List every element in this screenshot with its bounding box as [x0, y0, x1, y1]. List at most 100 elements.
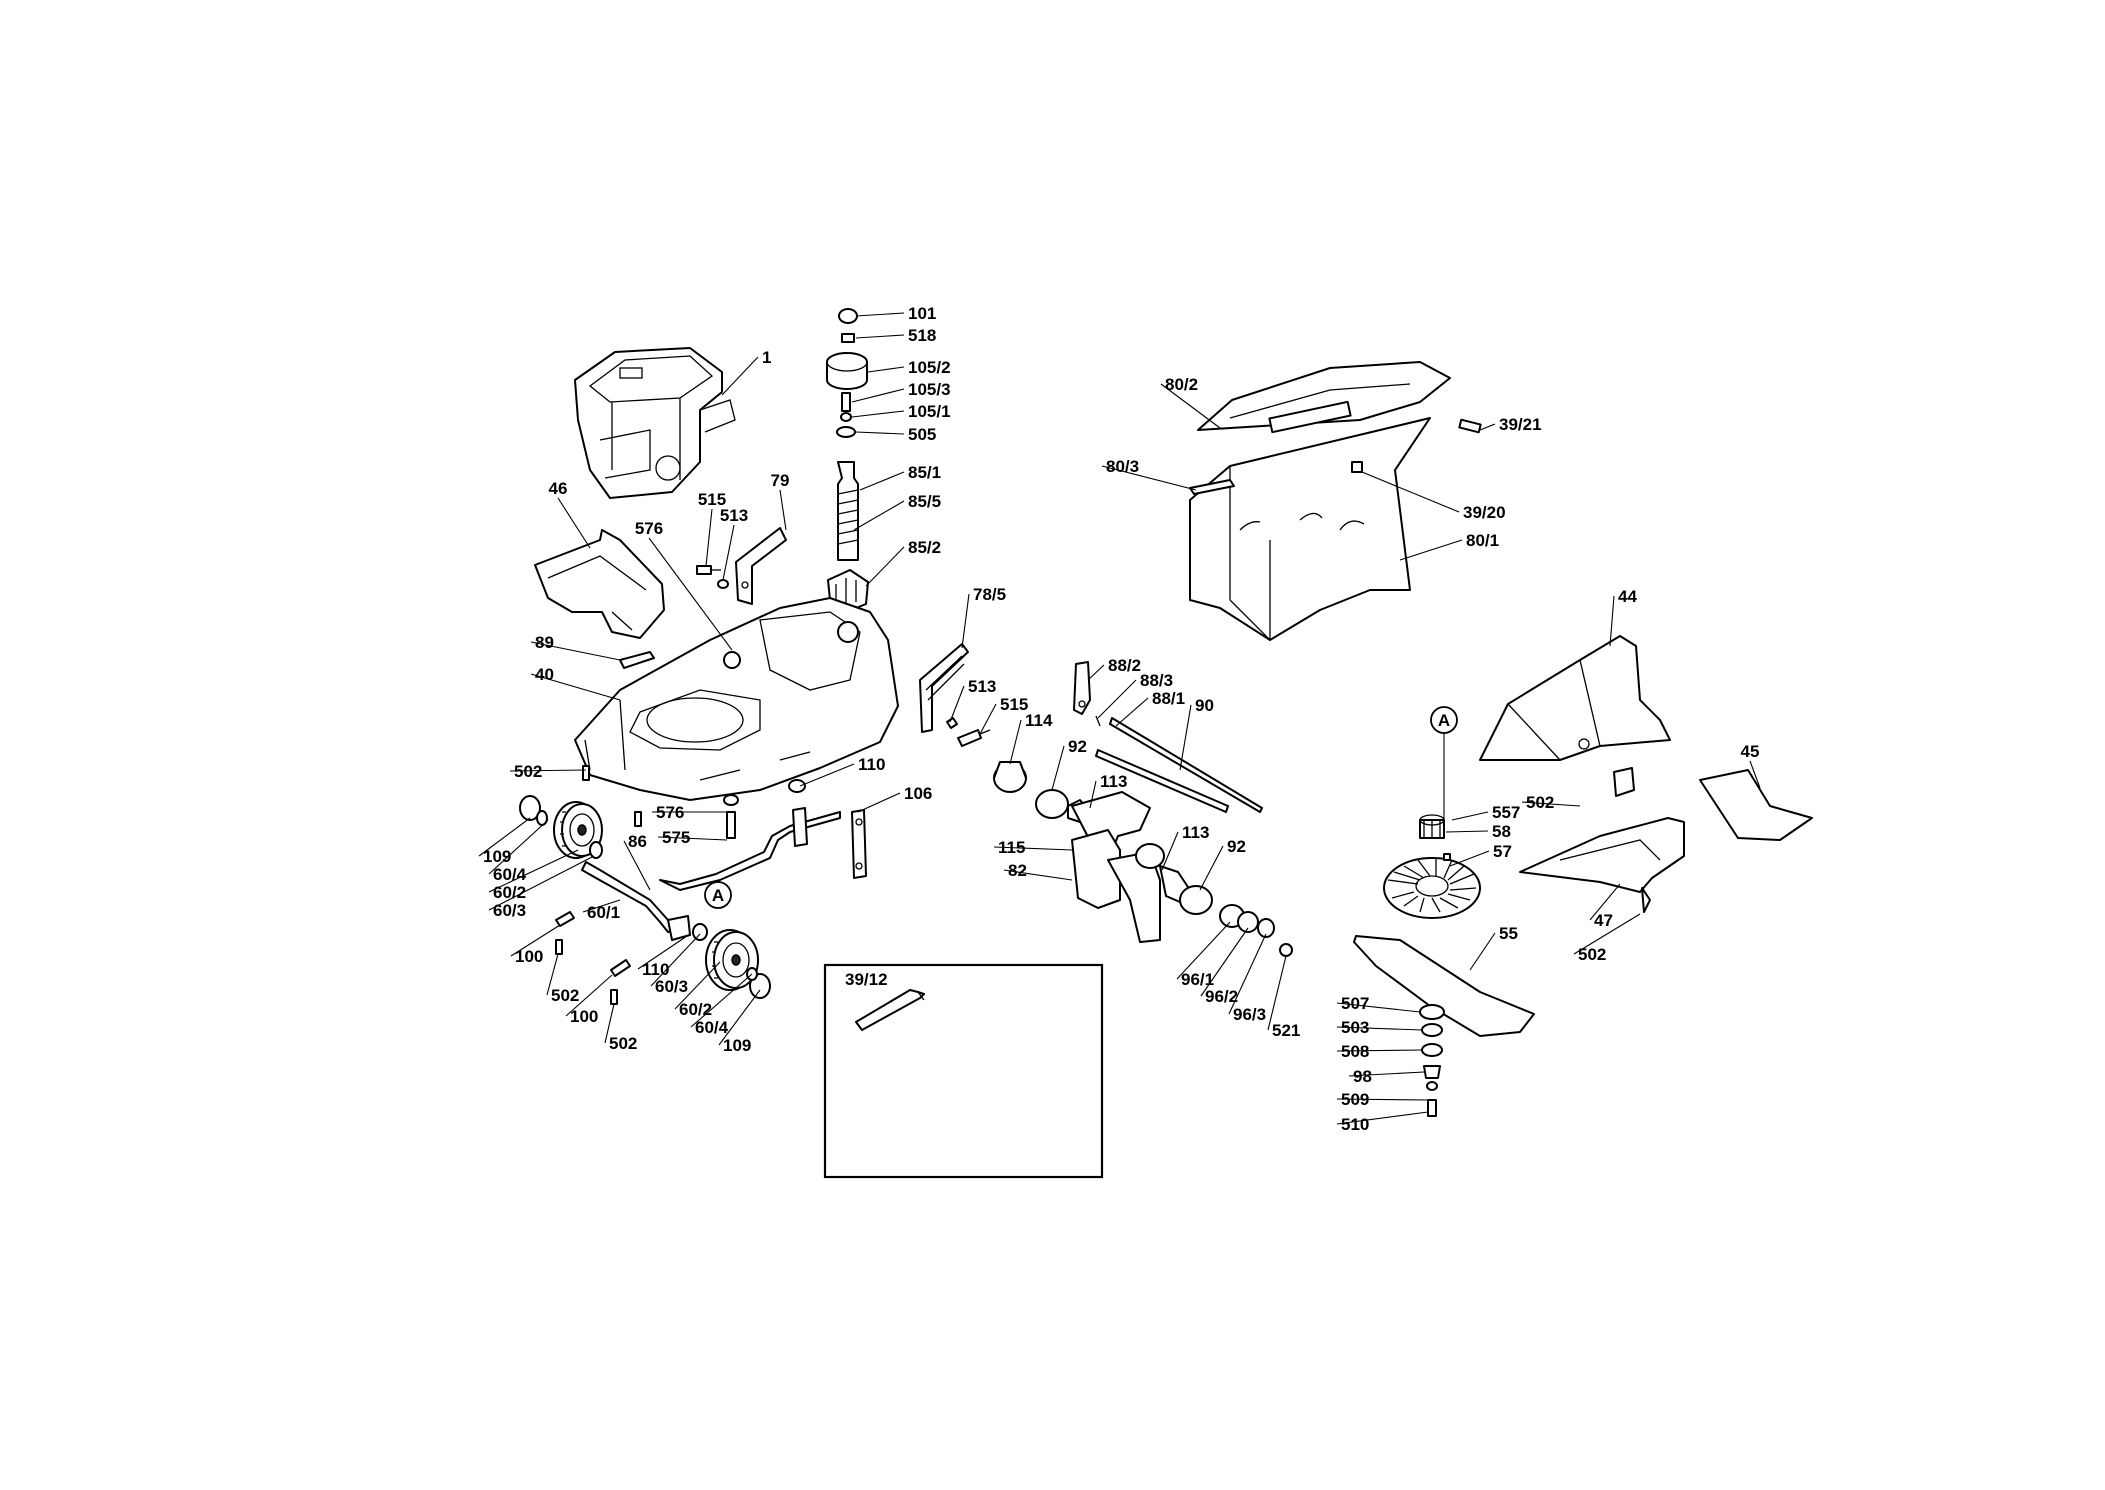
callout-c39_20: 39/20 — [1463, 503, 1506, 522]
leader-c88_3 — [1097, 679, 1137, 719]
leader-c88_2 — [1087, 664, 1105, 681]
leader-c557 — [1451, 811, 1489, 821]
blade-hardware — [1419, 853, 1451, 1117]
grass-bag-part — [1189, 361, 1482, 641]
leader-c57 — [1449, 850, 1490, 867]
callout-c521: 521 — [1272, 1021, 1300, 1040]
callout-c513a: 513 — [720, 506, 748, 525]
leader-c105_1 — [851, 410, 905, 418]
leader-c515a — [705, 508, 713, 567]
leader-c115 — [993, 846, 1073, 851]
callout-c114: 114 — [1025, 711, 1053, 730]
inset-label: 39/12 — [845, 970, 888, 989]
callout-c513b: 513 — [968, 677, 996, 696]
callout-c575: 575 — [662, 828, 690, 847]
leader-c89 — [530, 641, 621, 661]
callout-c39_21: 39/21 — [1499, 415, 1542, 434]
inset-box — [823, 963, 1104, 1179]
leader-c114 — [1009, 719, 1022, 765]
clip-89-part — [619, 651, 655, 669]
callout-c80_2: 80/2 — [1165, 375, 1198, 394]
callout-c44: 44 — [1618, 587, 1637, 606]
leader-c96_1 — [1176, 921, 1231, 980]
callout-c45: 45 — [1741, 742, 1760, 761]
callout-c89: 89 — [535, 633, 554, 652]
wheel-hardware — [519, 795, 771, 1005]
axle-86-part — [581, 811, 841, 941]
callout-c78_5: 78/5 — [973, 585, 1006, 604]
leader-c503 — [1336, 1026, 1423, 1031]
leader-c85_5 — [853, 500, 905, 531]
part-45 — [1699, 769, 1813, 841]
callout-c60_4b: 60/4 — [695, 1018, 729, 1037]
callout-c515a: 515 — [698, 490, 726, 509]
callout-c502d: 502 — [1526, 793, 1554, 812]
leader-c1 — [721, 356, 759, 396]
callout-c109b: 109 — [723, 1036, 751, 1055]
leader-c109b — [718, 989, 761, 1046]
marker-a-left-text: A — [712, 886, 724, 905]
callout-c110b: 110 — [642, 960, 669, 979]
leader-c60_1 — [582, 899, 621, 913]
callout-c105_3: 105/3 — [908, 380, 951, 399]
leader-c576a — [648, 537, 733, 651]
callout-c503: 503 — [1341, 1018, 1369, 1037]
callout-c505: 505 — [908, 425, 936, 444]
callout-c60_3b: 60/3 — [655, 977, 688, 996]
leader-c110b — [637, 933, 691, 970]
callout-c57: 57 — [1493, 842, 1512, 861]
leader-c44 — [1609, 595, 1615, 647]
leader-c46 — [557, 497, 591, 549]
leader-c58 — [1445, 830, 1489, 833]
callout-c510: 510 — [1341, 1115, 1369, 1134]
callout-c109a: 109 — [483, 847, 511, 866]
callout-c96_1: 96/1 — [1181, 970, 1214, 989]
callout-c79: 79 — [771, 471, 790, 490]
callout-c1: 1 — [762, 348, 771, 367]
callout-c47: 47 — [1594, 911, 1613, 930]
callout-c515b: 515 — [1000, 695, 1028, 714]
leader-c92b — [1199, 845, 1224, 891]
leader-c502d — [1521, 801, 1581, 807]
callout-c90: 90 — [1195, 696, 1214, 715]
leader-c60_4a — [488, 819, 549, 875]
callout-c518: 518 — [908, 326, 936, 345]
leader-c80_1 — [1399, 539, 1463, 561]
leader-c86 — [623, 840, 651, 891]
leader-c502c — [604, 1003, 615, 1044]
callout-c105_2: 105/2 — [908, 358, 951, 377]
leader-c521 — [1267, 955, 1287, 1031]
callout-c88_3: 88/3 — [1140, 671, 1173, 690]
deflector-47-part — [1519, 817, 1685, 913]
leader-c106 — [857, 792, 901, 813]
bracket-79-part — [696, 527, 787, 605]
callout-c86: 86 — [628, 832, 647, 851]
leader-c508 — [1336, 1049, 1423, 1052]
callout-c106: 106 — [904, 784, 932, 803]
leader-c98 — [1348, 1071, 1425, 1077]
callout-c60_1: 60/1 — [587, 903, 620, 922]
cover-46-part — [534, 529, 665, 639]
callout-c509: 509 — [1341, 1090, 1369, 1109]
callout-c113b: 113 — [1182, 823, 1209, 842]
callout-c60_4a: 60/4 — [493, 865, 527, 884]
leader-c82 — [1003, 869, 1073, 881]
leader-c113b — [1161, 831, 1179, 871]
callout-c502a: 502 — [514, 762, 542, 781]
callout-c100a: 100 — [515, 947, 543, 966]
callout-c115: 115 — [998, 838, 1025, 857]
callout-c80_3: 80/3 — [1106, 457, 1139, 476]
marker-a-right: A — [1430, 706, 1458, 820]
callout-c576b: 576 — [656, 803, 684, 822]
leader-c502e — [1573, 913, 1641, 955]
callout-c502e: 502 — [1578, 945, 1606, 964]
callout-c88_2: 88/2 — [1108, 656, 1141, 675]
leader-c47 — [1589, 883, 1621, 921]
leader-c518 — [855, 334, 905, 339]
leader-c113a — [1089, 780, 1097, 809]
callout-c85_5: 85/5 — [908, 492, 941, 511]
callout-c96_2: 96/2 — [1205, 987, 1238, 1006]
leader-c39_20 — [1361, 471, 1460, 513]
leader-c513a — [722, 524, 735, 581]
callout-c507: 507 — [1341, 994, 1369, 1013]
